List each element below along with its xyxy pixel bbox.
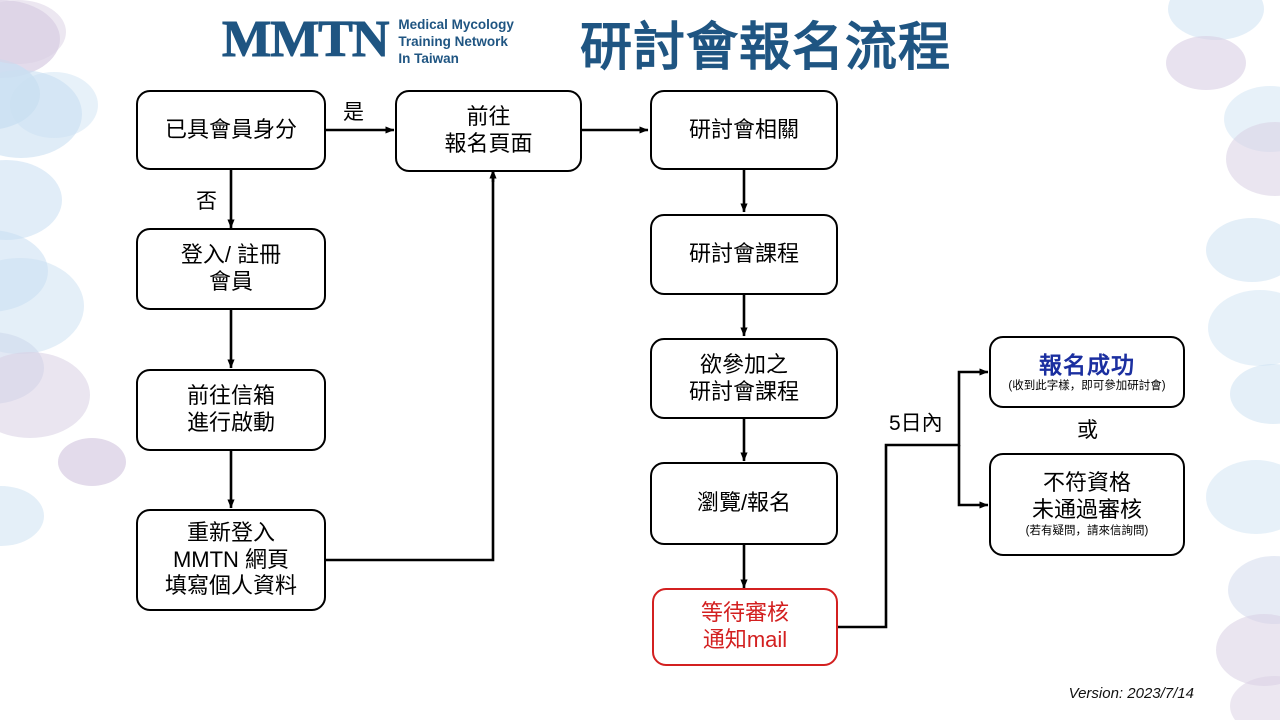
node-line: 前往信箱 [186,383,275,409]
node-line: 瀏覽/報名 [696,490,792,516]
version-label: Version: 2023/7/14 [1068,685,1194,702]
decor-blob [1224,86,1280,152]
node-line: 進行啟動 [186,410,275,435]
decor-blob [10,72,98,138]
node-line: 前往 [466,104,511,130]
logo-tagline-line1: Medical Mycology [398,17,514,32]
node-relogin-fill-profile[interactable]: 重新登入 MMTN 網頁 填寫個人資料 [136,509,326,611]
edge-label-no: 否 [196,190,217,213]
node-login-register[interactable]: 登入/ 註冊 會員 [136,228,326,310]
node-line: 登入/ 註冊 [180,242,282,268]
decor-blob [0,352,90,438]
decor-blob [0,230,48,312]
node-desired-course[interactable]: 欲參加之 研討會課程 [650,338,838,419]
node-subtext: (若有疑問，請來信詢問) [1025,524,1149,537]
node-line: 欲參加之 [699,351,788,377]
logo-tagline-line2: Training Network [398,34,508,49]
node-await-review[interactable]: 等待審核 通知mail [652,588,838,666]
decor-blob [1208,290,1280,366]
node-signup-success[interactable]: 報名成功 (收到此字樣，即可參加研討會) [989,336,1185,408]
node-line: 填寫個人資料 [164,573,297,599]
node-seminar-info[interactable]: 研討會相關 [650,90,838,170]
node-goto-signup-page[interactable]: 前往 報名頁面 [395,90,582,172]
decor-blob [1228,556,1280,624]
node-line: 不符資格 [1042,470,1131,496]
node-member-status[interactable]: 已具會員身分 [136,90,326,170]
decor-blob [1226,122,1280,196]
decor-blob [1206,460,1280,534]
node-line: 等待審核 [700,600,789,626]
node-line: MMTN 網頁 [172,546,290,572]
node-line: 會員 [208,269,253,294]
node-rejected[interactable]: 不符資格 未通過審核 (若有疑問，請來信詢問) [989,453,1185,556]
decor-blob [1230,676,1280,720]
node-line: 報名頁面 [444,131,533,156]
node-line: 已具會員身分 [164,116,297,142]
mmtn-logo: MMTN Medical Mycology Training Network I… [221,8,567,72]
decor-blob [0,258,84,354]
decor-blob [1168,0,1264,40]
node-line: 未通過審核 [1031,497,1142,523]
decor-blob [0,486,44,546]
node-line: 研討會課程 [688,378,799,404]
node-seminar-course[interactable]: 研討會課程 [650,214,838,295]
node-line: 重新登入 [186,519,275,545]
node-browse-signup[interactable]: 瀏覽/報名 [650,462,838,545]
decor-blob [1166,36,1246,90]
decor-blob [0,160,62,240]
logo-wordmark: MMTN [221,11,389,68]
decor-blob [0,332,44,404]
decor-blob [0,0,66,64]
decor-blob [1206,218,1280,282]
node-line: 報名成功 [1039,351,1135,378]
node-subtext: (收到此字樣，即可參加研討會) [1008,379,1166,392]
logo-tagline-line3: In Taiwan [398,51,459,66]
edge-label-or: 或 [1077,419,1098,442]
decor-blob [0,70,82,158]
node-goto-mailbox[interactable]: 前往信箱 進行啟動 [136,369,326,451]
node-line: 研討會課程 [688,241,799,267]
decor-blob [0,58,40,130]
page-title: 研討會報名流程 [580,19,952,77]
decor-blob [1216,614,1280,686]
decor-blob [1230,364,1280,424]
edge-label-within-5-days: 5日內 [889,412,943,435]
logo-tagline: Medical Mycology Training Network In Tai… [398,13,514,67]
decor-blob [0,0,60,78]
decor-blob [58,438,126,486]
node-line: 研討會相關 [688,116,799,142]
edge-label-yes: 是 [343,101,364,124]
node-line: 通知mail [702,627,788,652]
